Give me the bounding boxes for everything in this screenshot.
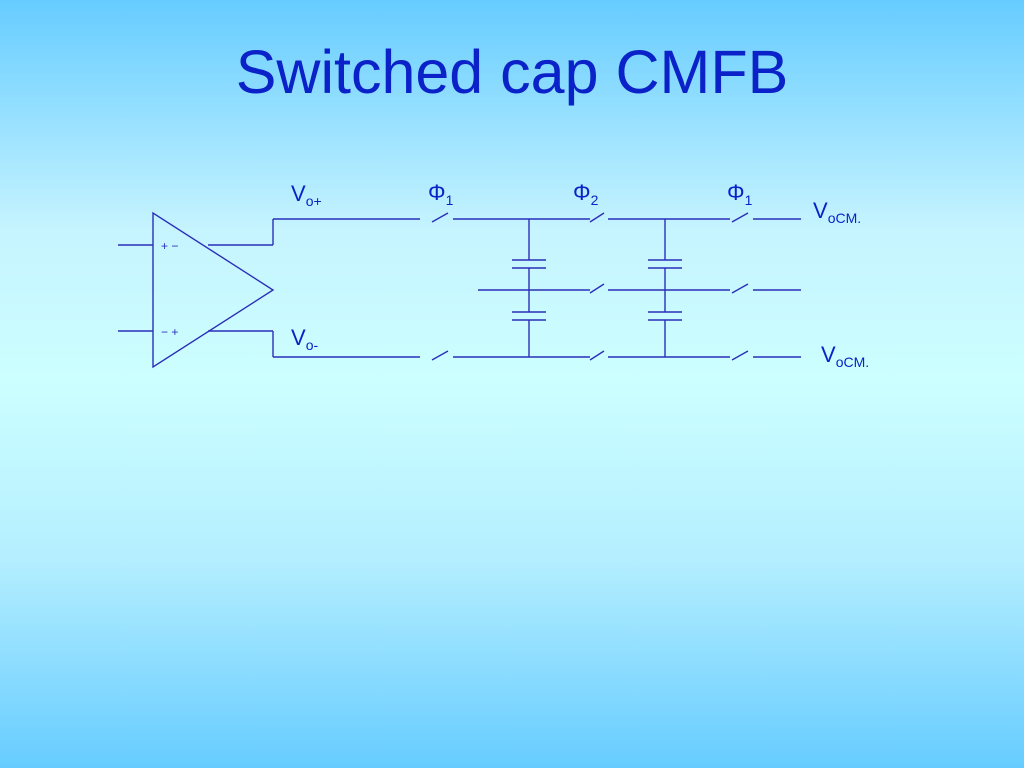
label-vocm-bottom: VoCM. [821, 342, 870, 371]
amplifier-bottom-signs: − + [161, 325, 178, 339]
label-vo-minus: Vo- [291, 325, 319, 354]
switch-phi2-middle [589, 283, 605, 294]
slide-title: Switched cap CMFB [235, 38, 789, 106]
label-vocm-bottom-sub: oCM. [835, 354, 870, 370]
amplifier-top-signs: + − [161, 239, 178, 253]
label-vocm-top: VoCM. [813, 198, 862, 227]
label-vocm-top-sub: oCM. [827, 210, 862, 226]
switch-phi2-top [589, 212, 605, 223]
label-phi1-right: Φ1 [727, 180, 753, 209]
label-phi2: Φ2 [573, 180, 599, 209]
switch-phi1-middle [731, 283, 749, 294]
label-phi2-main: Φ [573, 180, 591, 205]
capacitor-column-right [648, 219, 682, 357]
label-vo-minus-sub: o- [305, 337, 319, 353]
label-vo-plus: Vo+ [291, 181, 322, 210]
differential-amplifier: + − − + [118, 211, 275, 369]
switch-phi1-top-right [731, 212, 749, 223]
label-phi1-left-main: Φ [428, 180, 446, 205]
label-phi1-left-sub: 1 [445, 192, 454, 208]
label-vocm-top-main: V [813, 198, 828, 223]
label-vo-plus-sub: o+ [305, 193, 322, 209]
switch-phi1-top-left [431, 212, 449, 223]
label-phi1-right-sub: 1 [744, 192, 753, 208]
switch-phi2-bottom [589, 350, 605, 361]
switch-phi1-bottom-left [431, 350, 449, 361]
label-phi2-sub: 2 [590, 192, 599, 208]
switch-phi1-bottom-right [731, 350, 749, 361]
amplifier-triangle [152, 211, 275, 369]
label-phi1-left: Φ1 [428, 180, 454, 209]
capacitor-column-left [512, 219, 546, 357]
label-vocm-bottom-main: V [821, 342, 836, 367]
label-vo-plus-main: V [291, 181, 306, 206]
label-phi1-right-main: Φ [727, 180, 745, 205]
label-vo-minus-main: V [291, 325, 306, 350]
